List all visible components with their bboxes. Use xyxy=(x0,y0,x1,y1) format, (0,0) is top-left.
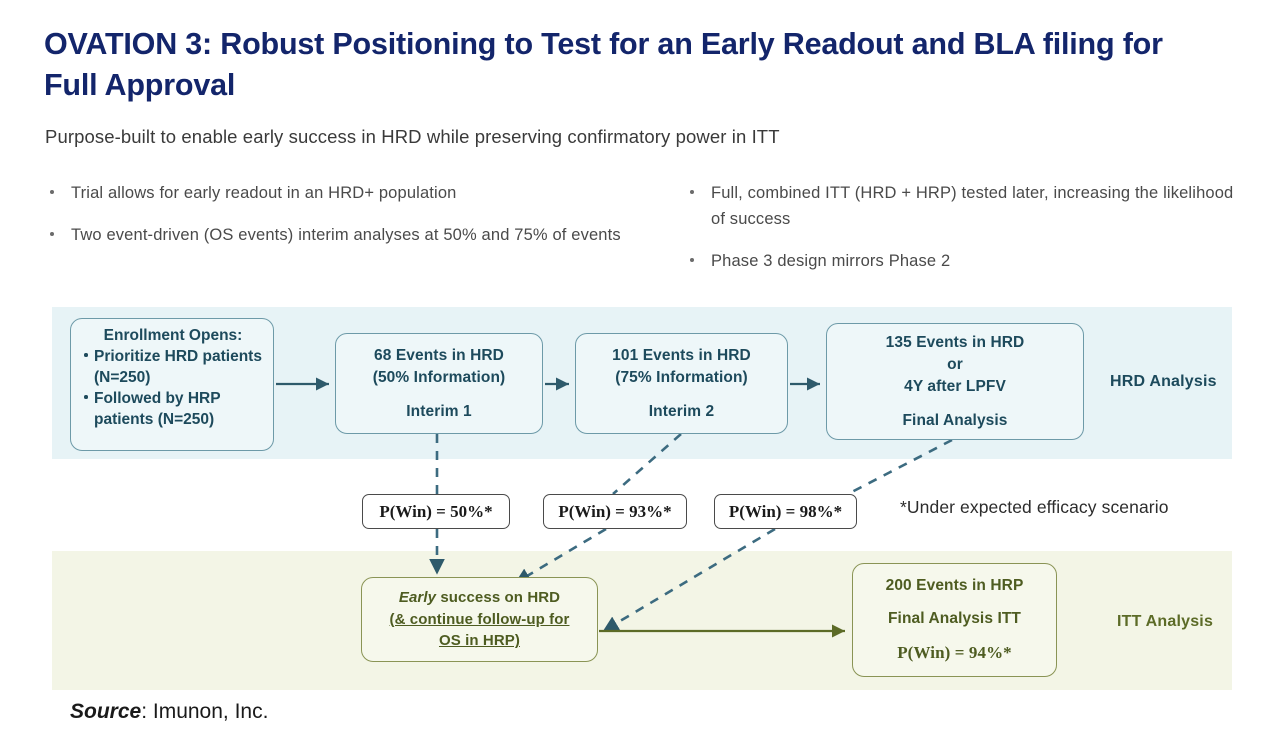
itt-band-label: ITT Analysis xyxy=(1117,613,1214,630)
source-line: Source: Imunon, Inc. xyxy=(70,700,268,724)
spacer xyxy=(576,389,787,401)
bullet-dot-icon xyxy=(690,190,694,194)
interim1-label: Interim 1 xyxy=(406,402,472,420)
interim2-line2: (75% Information) xyxy=(615,368,748,386)
efficacy-footnote: *Under expected efficacy scenario xyxy=(900,497,1169,517)
bullet-item: Two event-driven (OS events) interim ana… xyxy=(44,222,654,248)
source-value: : Imunon, Inc. xyxy=(141,700,269,723)
page-title: OVATION 3: Robust Positioning to Test fo… xyxy=(44,27,1163,102)
final-itt-line1: 200 Events in HRP xyxy=(885,576,1024,594)
early-success-line2: (& continue follow-up for xyxy=(389,610,570,628)
final-hrd-line1: 135 Events in HRD xyxy=(885,333,1025,351)
interim1-box[interactable]: 68 Events in HRD (50% Information) Inter… xyxy=(335,333,543,434)
bullet-dot-icon xyxy=(84,353,88,357)
spacer xyxy=(827,398,1083,410)
bullet-dot-icon xyxy=(84,395,88,399)
bullet-item: Phase 3 design mirrors Phase 2 xyxy=(684,248,1244,274)
bullet-dot-icon xyxy=(50,232,54,237)
bullet-text: Two event-driven (OS events) interim ana… xyxy=(71,226,621,245)
bullet-list-right: Full, combined ITT (HRD + HRP) tested la… xyxy=(684,180,1244,290)
final-itt-analysis-box[interactable]: 200 Events in HRP Final Analysis ITT P(W… xyxy=(852,563,1057,677)
final-itt-line2: Final Analysis ITT xyxy=(887,609,1021,627)
final-hrd-line3: 4Y after LPFV xyxy=(904,377,1006,395)
spacer xyxy=(336,389,542,401)
early-success-line1: Early success on HRD xyxy=(362,587,597,609)
final-itt-pwin: P(Win) = 94%* xyxy=(897,642,1012,662)
early-success-box[interactable]: Early success on HRD (& continue follow-… xyxy=(361,577,598,662)
enrollment-box[interactable]: Enrollment Opens: Prioritize HRD patient… xyxy=(70,318,274,451)
early-success-rest: success on HRD xyxy=(436,588,561,606)
early-success-line3: OS in HRP) xyxy=(438,632,520,650)
final-hrd-line2: or xyxy=(947,355,963,373)
bullet-dot-icon xyxy=(690,258,694,263)
bullet-item: Full, combined ITT (HRD + HRP) tested la… xyxy=(684,180,1244,232)
bullet-text: Trial allows for early readout in an HRD… xyxy=(71,184,457,202)
bullet-text: Full, combined ITT (HRD + HRP) tested la… xyxy=(711,184,1234,229)
early-success-emphasis: Early xyxy=(398,588,437,606)
enrollment-item: Prioritize HRD patients (N=250) xyxy=(83,346,263,388)
enrollment-item: Followed by HRP patients (N=250) xyxy=(83,388,263,430)
bullet-list-left: Trial allows for early readout in an HRD… xyxy=(44,180,654,264)
interim1-line2: (50% Information) xyxy=(372,368,506,386)
interim2-label: Interim 2 xyxy=(648,402,715,420)
final-hrd-label: Final Analysis xyxy=(902,411,1008,429)
pwin-interim2-badge[interactable]: P(Win) = 93%* xyxy=(543,494,687,529)
interim2-line1: 101 Events in HRD xyxy=(612,346,751,364)
enrollment-heading: Enrollment Opens: xyxy=(103,327,243,344)
bullet-text: Phase 3 design mirrors Phase 2 xyxy=(711,252,951,271)
pwin-final-badge[interactable]: P(Win) = 98%* xyxy=(714,494,857,529)
interim1-line1: 68 Events in HRD xyxy=(374,346,504,364)
final-hrd-analysis-box[interactable]: 135 Events in HRD or 4Y after LPFV Final… xyxy=(826,323,1084,440)
page-subtitle: Purpose-built to enable early success in… xyxy=(45,126,780,147)
pwin-interim1-badge[interactable]: P(Win) = 50%* xyxy=(362,494,510,529)
hrd-band-label: HRD Analysis xyxy=(1110,373,1217,390)
interim2-box[interactable]: 101 Events in HRD (75% Information) Inte… xyxy=(575,333,788,434)
bullet-item: Trial allows for early readout in an HRD… xyxy=(44,180,654,206)
source-label: Source xyxy=(70,700,142,723)
bullet-dot-icon xyxy=(50,190,54,194)
